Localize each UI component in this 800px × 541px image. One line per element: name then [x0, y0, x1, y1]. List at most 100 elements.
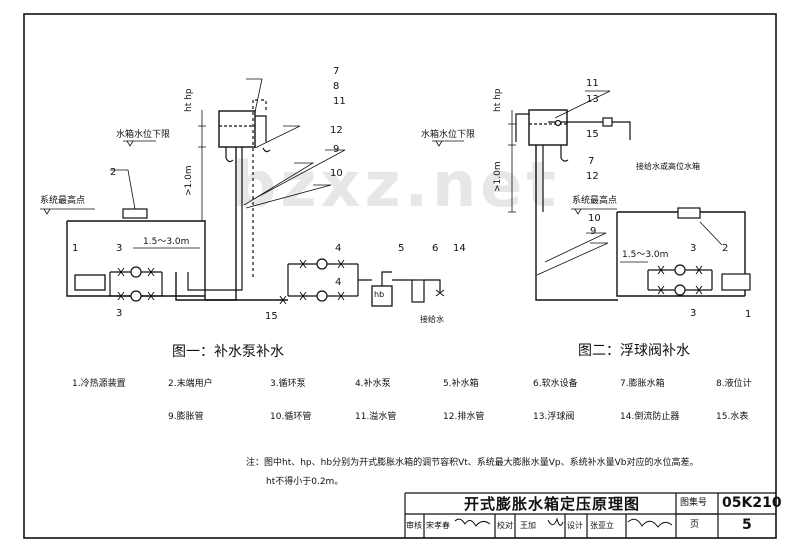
fig1-water-meter [279, 295, 287, 305]
legend-item: 3.循环泵 [270, 379, 306, 389]
page-number: 5 [742, 517, 752, 533]
fig1-makeup-pump-lower [316, 290, 328, 302]
fig1-dim-hb: hb [374, 290, 385, 299]
legend-item: 1.冷热源装置 [72, 379, 126, 389]
fig2-drain-pipe [560, 145, 569, 162]
checker-signature [547, 517, 564, 526]
fig1-circulation-pump-lower [130, 290, 142, 302]
fig1-leader-2 [110, 169, 136, 210]
fig1-callout-4a: 4 [335, 243, 342, 254]
fig1-callout-14: 14 [453, 243, 466, 254]
designer-name: 张亚立 [590, 521, 614, 530]
fig1-callout-3b: 3 [116, 308, 123, 319]
fig1-drain-end [262, 147, 271, 153]
fig2-water-meter [602, 117, 613, 127]
fig1-overflow-pipe [255, 115, 267, 142]
fig1-dim-ticks [198, 125, 206, 222]
fig2-leader-2 [699, 221, 723, 246]
fig1-expansion-tank [218, 110, 256, 148]
fig1-callout-2: 2 [110, 167, 117, 178]
fig2-circulation-pump-lower [674, 284, 686, 296]
fig1-callout-6: 6 [432, 243, 439, 254]
fig1-callout-7: 7 [333, 66, 340, 77]
fig2-callout-1: 1 [745, 309, 752, 320]
fig1-callout-1: 1 [72, 243, 79, 254]
legend-item: 7.膨胀水箱 [620, 379, 665, 389]
legend-item: 12.排水管 [443, 412, 485, 422]
check-label: 校对 [497, 521, 513, 530]
legend-item: 14.倒流防止器 [620, 412, 680, 422]
fig1-leader-7 [246, 78, 263, 113]
fig2-callout-7: 7 [588, 156, 595, 167]
fig2-dim-ht-hp: ht hp [493, 88, 503, 112]
note-line-2: ht不得小于0.2m。 [266, 477, 344, 487]
fig1-callout-10: 10 [330, 168, 343, 179]
fig1-circulation-pipe [187, 147, 243, 291]
fig1-callout-15: 15 [265, 311, 278, 322]
fig1-supply-label: 接给水 [420, 315, 444, 324]
legend-item: 13.浮球阀 [533, 412, 575, 422]
figure2-diagram [432, 90, 751, 301]
fig1-valves-lower [117, 291, 155, 301]
fig2-leader-9 [536, 242, 609, 276]
fig2-dim-span: 1.5～3.0m [622, 250, 669, 260]
design-label: 设计 [567, 521, 583, 530]
fig1-leader-12 [251, 149, 346, 201]
fig1-terminal-unit [122, 208, 148, 219]
fig1-system-high-label: 系统最高点 [40, 196, 86, 206]
fig1-tank-piping [358, 271, 392, 286]
fig2-circulation-pump-upper [674, 264, 686, 276]
designer-signature [627, 518, 673, 528]
fig1-heat-source [74, 274, 106, 291]
fig1-softener [411, 279, 425, 303]
note-line-1: 注：图中ht、hp、hb分别为开式膨胀水箱的调节容积Vt、系统最大膨胀水量Vp、… [246, 458, 699, 468]
page-label: 页 [690, 520, 700, 530]
drawing-title: 开式膨胀水箱定压原理图 [464, 495, 641, 513]
reviewer-signature [454, 518, 491, 527]
legend-item: 9.膨胀管 [168, 412, 204, 422]
fig1-callout-5: 5 [398, 243, 405, 254]
fig2-caption: 图二：浮球阀补水 [578, 343, 690, 359]
fig2-water-level-marker [432, 140, 464, 147]
fig2-system-high-label: 系统最高点 [572, 196, 618, 206]
fig2-water-level-label: 水箱水位下限 [421, 130, 476, 140]
fig2-valves-upper [657, 265, 703, 275]
fig2-callout-9: 9 [590, 226, 597, 237]
title-block-lines [404, 492, 776, 538]
fig1-water-level-label: 水箱水位下限 [116, 130, 171, 140]
fig2-expansion-pipe [535, 145, 618, 301]
fig2-callout-13: 13 [586, 94, 599, 105]
fig2-dim-1m: >1.0m [493, 161, 503, 192]
fig2-callout-12: 12 [586, 171, 599, 182]
fig1-callout-8: 8 [333, 81, 340, 92]
fig1-dim-span: 1.5～3.0m [143, 237, 190, 247]
legend-item: 10.循环管 [270, 412, 312, 422]
fig1-leader-9 [243, 162, 315, 206]
fig2-return-main [616, 212, 745, 297]
fig2-callout-15: 15 [586, 129, 599, 140]
legend-item: 8.液位计 [716, 379, 752, 389]
fig2-high-point-marker [571, 208, 617, 215]
fig1-backflow-preventer [435, 289, 445, 297]
fig2-callout-3a: 3 [690, 243, 697, 254]
legend-item: 2.末端用户 [168, 379, 213, 389]
fig1-high-point-marker [40, 208, 95, 215]
fig1-valves-upper [117, 267, 155, 277]
fig1-level-gauge-frame [255, 99, 267, 112]
legend-item: 6.软水设备 [533, 379, 578, 389]
fig1-circulation-pump-upper [130, 266, 142, 278]
fig2-leader-10 [544, 232, 607, 263]
fig2-supply-pipe [612, 121, 631, 140]
fig1-callout-12: 12 [330, 125, 343, 136]
legend-item: 4.补水泵 [355, 379, 391, 389]
fig2-expansion-tank [528, 109, 568, 146]
fig1-softener-piping [392, 279, 441, 292]
legend-item: 15.水表 [716, 412, 749, 422]
fig2-heat-source [721, 273, 751, 291]
fig2-float-ball [554, 119, 562, 127]
watermark: bzxz.net [232, 148, 560, 221]
atlas-number-label: 图集号 [680, 498, 708, 508]
fig1-leader-11 [254, 125, 301, 149]
review-label: 审核 [406, 521, 422, 530]
